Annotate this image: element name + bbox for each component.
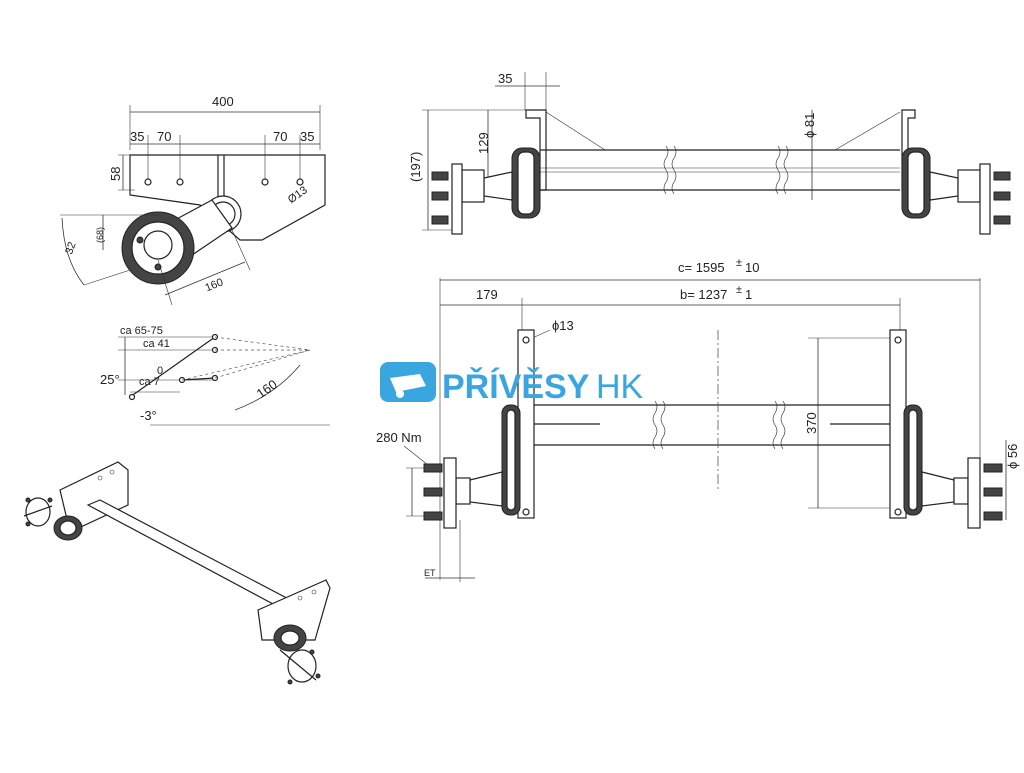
dim-et: ET xyxy=(424,568,436,578)
top-view: c= 1595 ± 10 179 b= 1237 ± 1 ϕ13 370 xyxy=(376,257,1020,582)
dim-35-right: 35 xyxy=(300,129,314,144)
dim-c-tolerance: 10 xyxy=(745,260,759,275)
label-zero: 0 xyxy=(157,365,163,377)
dim-b: b= 1237 xyxy=(680,287,727,302)
dim-68: (68) xyxy=(95,227,105,243)
dim-179: 179 xyxy=(476,287,498,302)
label-25deg: 25° xyxy=(100,372,120,387)
dim-phi81: ϕ 81 xyxy=(802,113,817,138)
dim-angle: 32 xyxy=(63,240,78,256)
side-view: 400 35 70 70 35 58 Ø13 xyxy=(60,94,326,306)
dim-370: 370 xyxy=(804,412,819,434)
dim-129: 129 xyxy=(476,132,491,154)
dim-70-right: 70 xyxy=(273,129,287,144)
label-160: 160 xyxy=(254,376,280,401)
dim-400: 400 xyxy=(212,94,234,109)
trailer-icon xyxy=(380,362,436,402)
isometric-view xyxy=(23,461,331,685)
dim-160: 160 xyxy=(203,276,225,294)
logo: PŘÍVĚSY HK xyxy=(380,362,644,406)
front-view: 35 (197) 129 ϕ 81 xyxy=(408,71,1011,235)
dim-35: 35 xyxy=(498,71,512,86)
dim-phi56: ϕ 56 xyxy=(1005,444,1020,469)
dim-58: 58 xyxy=(108,167,123,181)
label-minus3deg: -3° xyxy=(140,408,157,423)
label-ca-41: ca 41 xyxy=(143,338,170,350)
dim-c: c= 1595 xyxy=(678,260,725,275)
dim-70-left: 70 xyxy=(157,129,171,144)
dim-b-tolerance: 1 xyxy=(745,287,752,302)
dim-c-plusminus: ± xyxy=(736,257,742,269)
logo-text-bold: PŘÍVĚSY xyxy=(442,368,590,406)
bracket-plate xyxy=(129,154,326,241)
dim-b-plusminus: ± xyxy=(736,284,742,296)
label-ca-65-75: ca 65-75 xyxy=(120,325,163,337)
dim-197: (197) xyxy=(408,152,423,182)
torque-label: 280 Nm xyxy=(376,430,422,445)
angle-view: ca 65-75 ca 41 0 ca 7 25° -3° 160 xyxy=(100,325,330,426)
dim-phi13: ϕ13 xyxy=(552,318,574,333)
dim-35-left: 35 xyxy=(130,129,144,144)
dim-hole: Ø13 xyxy=(286,184,310,206)
logo-text-light: HK xyxy=(596,368,644,406)
